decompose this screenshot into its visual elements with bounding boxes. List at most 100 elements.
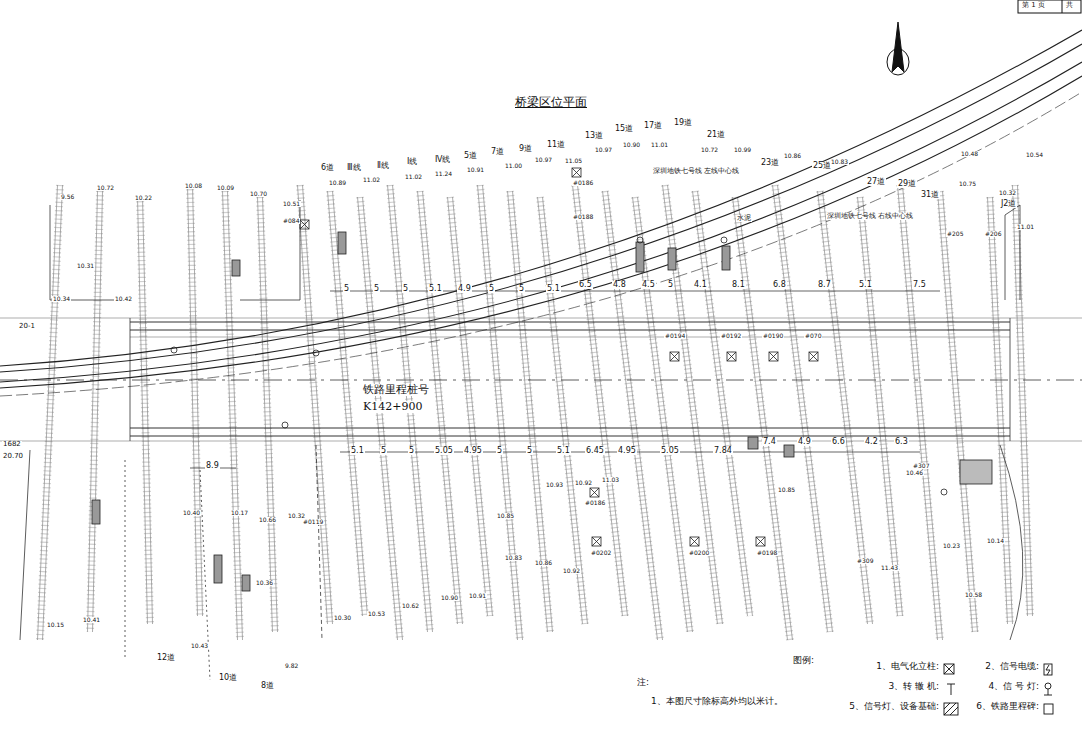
plan-label: #0192: [720, 333, 742, 339]
plan-label: #0119: [302, 519, 324, 525]
track-line: [328, 191, 363, 616]
plan-label: 11.24: [434, 171, 453, 177]
plan-label: 10.58: [964, 592, 983, 598]
track-line: [418, 191, 458, 624]
track-line: [733, 197, 788, 640]
plan-label: 5: [667, 281, 674, 289]
plan-label: 5.1: [556, 447, 571, 455]
plan-label: 15道: [614, 125, 634, 133]
track-line: [638, 197, 693, 632]
plan-label: 5: [380, 447, 387, 455]
plan-label: 20-1: [18, 323, 36, 330]
track-line: [993, 197, 1013, 624]
plan-label: 水泥: [736, 215, 752, 222]
plan-label: 10.91: [468, 593, 487, 599]
track-line: [43, 185, 63, 640]
track-line: [608, 191, 663, 640]
track-line: [330, 191, 365, 616]
track-line: [738, 197, 793, 640]
plan-label: 4.95: [617, 447, 637, 455]
plan-label: 10.23: [942, 543, 961, 549]
plan-label: 1、本图尺寸除标高外均以米计。: [650, 697, 784, 706]
plan-label: 11.00: [504, 163, 523, 169]
boundary-lines: [20, 200, 1023, 680]
track-line: [990, 197, 1010, 624]
plan-label: 19道: [673, 119, 693, 127]
plan-label: #084: [282, 218, 300, 224]
plan-label: Ⅰ线: [406, 158, 418, 166]
plan-label: 8.9: [205, 462, 220, 470]
track-line: [633, 197, 688, 632]
plan-label: 10.85: [496, 513, 515, 519]
north-arrow: [887, 22, 909, 75]
plan-label: K142+900: [362, 401, 423, 413]
track-line: [188, 185, 198, 616]
plan-label: 10.32: [998, 190, 1017, 196]
legend-entry: 4、信 号 灯:: [988, 682, 1040, 691]
track-line: [773, 185, 828, 632]
track-line: [478, 185, 518, 640]
plan-label: 1682: [2, 441, 22, 448]
plan-label: 21道: [706, 131, 726, 139]
plan-label: 23道: [760, 159, 780, 167]
plan-label: 11.02: [362, 177, 381, 183]
plan-label: 10.89: [328, 180, 347, 186]
equipment-symbols: [92, 168, 992, 591]
plan-label: 11.03: [601, 477, 620, 483]
plan-label: Ⅲ线: [346, 164, 362, 172]
track-line: [143, 197, 153, 624]
track-line: [480, 185, 520, 640]
plan-label: 6.6: [831, 438, 846, 446]
plan-label: 10.53: [367, 611, 386, 617]
plan-label: 10.90: [440, 595, 459, 601]
plan-label: 10.09: [216, 185, 235, 191]
plan-label: 4.9: [457, 285, 472, 293]
plan-label: 第 1 页: [1021, 2, 1046, 9]
plan-label: 9.82: [284, 663, 299, 669]
plan-label: #0186: [572, 180, 594, 186]
plan-label: 13道: [584, 132, 604, 140]
plan-label: 10.86: [783, 153, 802, 159]
plan-label: 10.48: [960, 151, 979, 157]
plan-label: 5: [373, 285, 380, 293]
plan-label: #309: [856, 558, 874, 564]
plan-label: #0190: [762, 333, 784, 339]
plan-label: 10.46: [905, 470, 924, 476]
track-line: [858, 197, 898, 616]
plan-label: 10.72: [700, 147, 719, 153]
plan-label: 7.84: [713, 447, 733, 455]
plan-label: #070: [804, 333, 822, 339]
page-box: [1018, 0, 1081, 13]
plan-label: 5.05: [660, 447, 680, 455]
track-line: [860, 197, 900, 616]
plan-label: 10.99: [733, 147, 752, 153]
track-line: [900, 185, 940, 640]
plan-label: 10.92: [562, 568, 581, 574]
legend-symbols: [944, 664, 1053, 715]
track-line: [575, 185, 625, 616]
plan-label: 10.62: [401, 603, 420, 609]
track-line: [940, 191, 975, 632]
plan-label: 注:: [636, 678, 650, 687]
legend-entry: 2、信号电缆:: [984, 662, 1040, 671]
track-line: [603, 191, 658, 640]
plan-label: 11.02: [404, 174, 423, 180]
track-line: [88, 191, 98, 632]
plan-label: 8.7: [817, 281, 832, 289]
plan-label: 4.9: [797, 438, 812, 446]
track-line: [665, 185, 720, 624]
track-line: [360, 197, 400, 640]
plan-label: 11.01: [1016, 224, 1035, 230]
plan-label: 10.93: [545, 482, 564, 488]
plan-label: #205: [946, 231, 964, 237]
track-line: [225, 191, 240, 640]
plan-label: 17道: [643, 122, 663, 130]
plan-label: 10.83: [830, 159, 849, 165]
plan-label: 8道: [260, 682, 275, 690]
track-line: [513, 191, 553, 632]
plan-label: 5: [402, 285, 409, 293]
track-line: [90, 191, 100, 632]
plan-label: 10.85: [777, 487, 796, 493]
